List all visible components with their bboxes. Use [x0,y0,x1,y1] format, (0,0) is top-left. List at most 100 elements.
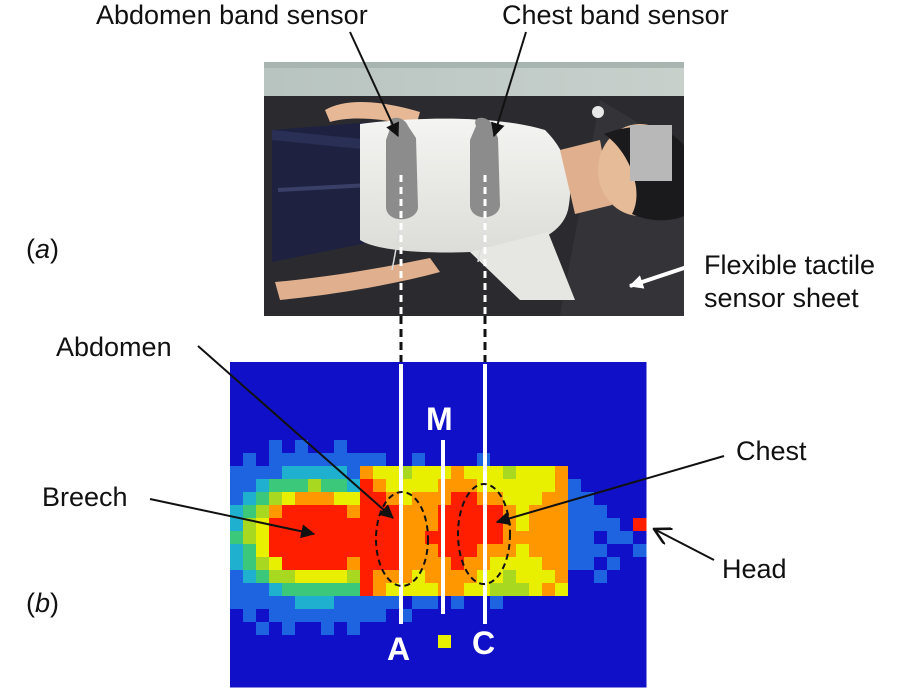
panel-b-tag: (b) [26,588,59,618]
tactile-sheet-label-line2: sensor sheet [704,283,859,313]
heatmap-cell [373,661,387,675]
heatmap-cell [230,674,244,688]
heatmap-cell [425,505,439,519]
heatmap-cell [243,414,257,428]
heatmap-cell [516,596,530,610]
heatmap-cell [516,544,530,558]
heatmap-cell [581,635,595,649]
heatmap-cell [464,661,478,675]
heatmap-cell [425,661,439,675]
heatmap-cell [490,505,504,519]
heatmap-cell [568,518,582,532]
heatmap-cell [607,414,621,428]
heatmap-cell [282,596,296,610]
heatmap-cell [620,401,634,415]
heatmap-cell [451,661,465,675]
heatmap-cell [633,609,647,623]
heatmap-cell [256,557,270,571]
heatmap-cell [386,401,400,415]
heatmap-cell [230,479,244,493]
heatmap-cell [529,440,543,454]
heatmap-cell [295,388,309,402]
heatmap-cell [464,401,478,415]
chest-region-ellipse [457,483,511,585]
heatmap-cell [386,388,400,402]
heatmap-cell [360,661,374,675]
heatmap-cell [373,453,387,467]
heatmap-cell [269,466,283,480]
heatmap-cell [568,596,582,610]
heatmap-cell [425,414,439,428]
heatmap-cell [607,492,621,506]
heatmap-cell [295,635,309,649]
heatmap-cell [334,492,348,506]
heatmap-cell [243,388,257,402]
heatmap-cell [347,440,361,454]
heatmap-cell [620,440,634,454]
heatmap-cell [542,466,556,480]
heatmap-cell [503,479,517,493]
heatmap-cell [347,492,361,506]
heatmap-cell [334,674,348,688]
heatmap-cell [269,401,283,415]
heatmap-cell [451,401,465,415]
heatmap-cell [243,557,257,571]
heatmap-cell [230,414,244,428]
heatmap-cell [321,622,335,636]
head-arrow [654,529,715,561]
heatmap-cell [282,531,296,545]
heatmap-cell [412,544,426,558]
heatmap-cell [386,583,400,597]
heatmap-cell [633,648,647,662]
heatmap-cell [243,375,257,389]
heatmap-cell [425,492,439,506]
heatmap-cell [568,570,582,584]
heatmap-cell [620,362,634,376]
heatmap-cell [230,401,244,415]
heatmap-cell [412,596,426,610]
heatmap-cell [295,596,309,610]
heatmap-cell [503,609,517,623]
heatmap-cell [243,648,257,662]
heatmap-cell [633,401,647,415]
heatmap-cell [295,375,309,389]
heatmap-cell [282,362,296,376]
heatmap-cell [568,609,582,623]
heatmap-cell [334,440,348,454]
heatmap-cell [581,661,595,675]
heatmap-cell [464,557,478,571]
heatmap-cell [451,505,465,519]
heatmap-cell [542,544,556,558]
heatmap-cell [321,648,335,662]
heatmap-cell [412,609,426,623]
heatmap-cell [334,661,348,675]
heatmap-cell [529,557,543,571]
heatmap-cell [321,674,335,688]
heatmap-cell [373,362,387,376]
heatmap-cell [451,609,465,623]
heatmap-cell [594,518,608,532]
heatmap-cell [243,622,257,636]
abdomen-region-ellipse [375,491,429,587]
heatmap-cell [516,661,530,675]
heatmap-cell [464,453,478,467]
heatmap-cell [412,453,426,467]
heatmap-cell [412,674,426,688]
heatmap-cell [581,622,595,636]
heatmap-cell [334,635,348,649]
heatmap-cell [321,518,335,532]
heatmap-cell [308,518,322,532]
heatmap-cell [230,661,244,675]
heatmap-cell [555,362,569,376]
heatmap-cell [568,479,582,493]
heatmap-cell [425,674,439,688]
heatmap-cell [607,505,621,519]
heatmap-cell [256,674,270,688]
heatmap-cell [503,661,517,675]
heatmap-cell [360,648,374,662]
heatmap-cell [256,492,270,506]
heatmap-cell [373,674,387,688]
heatmap-cell [321,466,335,480]
heatmap-cell [555,375,569,389]
heatmap-cell [633,440,647,454]
